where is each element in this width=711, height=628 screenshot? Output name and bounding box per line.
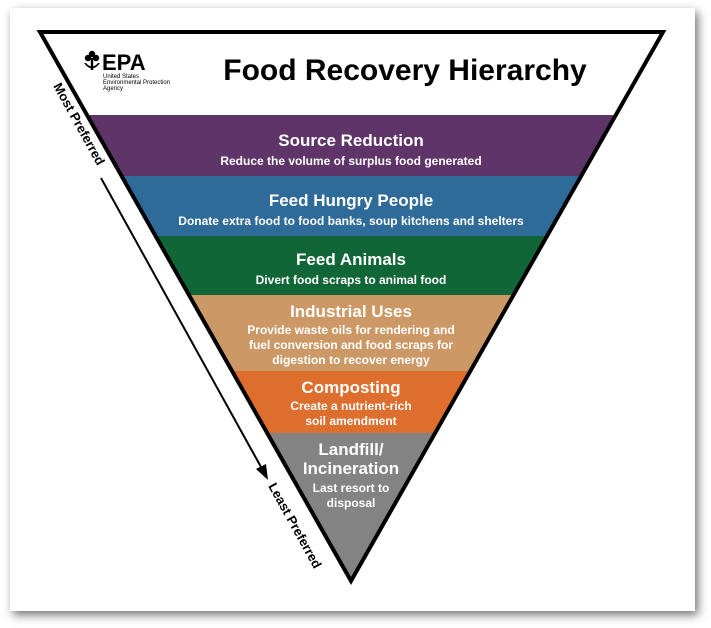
tier-desc-landfill-line-1: Last resort to (313, 481, 390, 495)
tier-title-feed-hungry-people: Feed Hungry People (269, 191, 433, 210)
tier-desc-composting-line-1: Create a nutrient-rich (290, 399, 411, 413)
tier-title-landfill-line-2: Incineration (303, 459, 399, 478)
tier-title-landfill-line-1: Landfill/ (318, 440, 383, 459)
epa-wordmark: EPA (102, 50, 146, 75)
tier-desc-feed-hungry-people: Donate extra food to food banks, soup ki… (178, 214, 524, 228)
tier-title-composting: Composting (301, 378, 400, 397)
tier-desc-feed-animals: Divert food scraps to animal food (256, 273, 447, 287)
preference-arrow (100, 177, 268, 480)
tier-desc-source-reduction: Reduce the volume of surplus food genera… (220, 154, 481, 168)
tier-title-feed-animals: Feed Animals (296, 250, 406, 269)
tier-desc-landfill-line-2: disposal (327, 496, 376, 510)
hierarchy-triangle-outline (36, 30, 667, 586)
epa-agency-line-3: Agency (103, 86, 123, 92)
tier-band-source-reduction (40, 115, 663, 176)
tier-desc-industrial-uses-line-2: fuel conversion and food scraps for (249, 338, 453, 352)
diagram-title: Food Recovery Hierarchy (223, 54, 587, 87)
tier-title-source-reduction: Source Reduction (278, 131, 423, 150)
tier-desc-industrial-uses-line-3: digestion to recover energy (272, 353, 430, 367)
epa-logo: EPA United States Environmental Protecti… (84, 50, 170, 92)
diagram-frame: EPA United States Environmental Protecti… (10, 8, 695, 611)
epa-agency-line-2: Environmental Protection (103, 80, 170, 86)
food-recovery-hierarchy-diagram: EPA United States Environmental Protecti… (36, 30, 667, 586)
tier-title-industrial-uses: Industrial Uses (290, 302, 412, 321)
arrow-head-icon (256, 464, 268, 480)
tier-desc-composting-line-2: soil amendment (305, 414, 396, 428)
epa-agency-line-1: United States (103, 74, 139, 80)
tier-desc-industrial-uses-line-1: Provide waste oils for rendering and (247, 323, 454, 337)
epa-flower-icon (84, 50, 100, 70)
